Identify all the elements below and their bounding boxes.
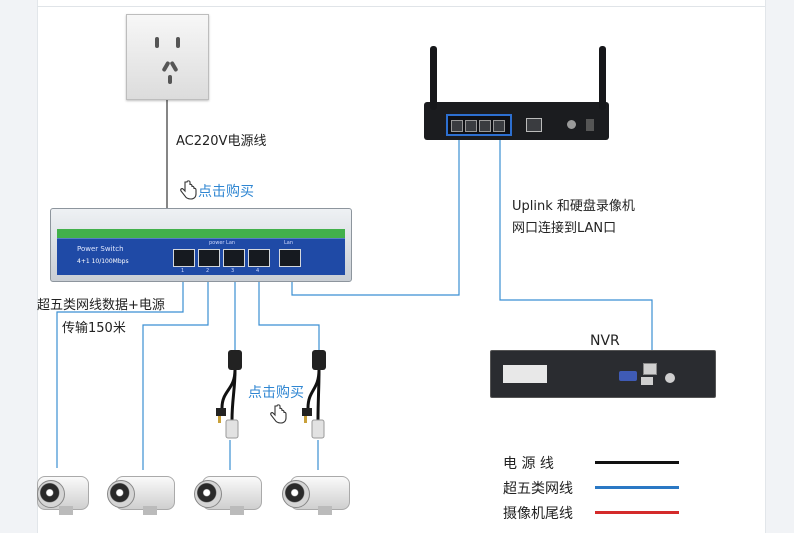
switch-port-2: [198, 249, 220, 267]
camera-1: [37, 470, 89, 515]
camera-lens: [37, 480, 65, 508]
buy-link-top-text[interactable]: 点击购买: [198, 184, 254, 200]
poe-splitter-1: [208, 350, 258, 446]
cat5-label-line1: 超五类网线数据+电源: [37, 298, 165, 313]
hand-pointer-icon: [268, 403, 288, 429]
cat5-label-line2: 传输150米: [62, 321, 126, 336]
camera-lens: [282, 480, 310, 508]
legend-label-cat5: 超五类网线: [503, 481, 573, 497]
wall-power-socket: [126, 14, 209, 100]
nvr-power-jack: [665, 373, 675, 383]
router: [424, 46, 609, 140]
uplink-label-line2: 网口连接到LAN口: [512, 221, 617, 236]
port4-cable: [258, 266, 320, 355]
port2-cable: [142, 266, 209, 470]
nvr-lan-port: [643, 363, 657, 375]
nvr-usb-port: [641, 377, 653, 385]
nvr-label: NVR: [590, 333, 620, 349]
router-nvr-cable: [499, 132, 653, 363]
legend-row-camera: 摄像机尾线: [503, 503, 703, 528]
ac-power-label: AC220V电源线: [176, 134, 267, 149]
hand-pointer-icon: [178, 180, 198, 204]
router-power-jack: [567, 120, 576, 129]
legend-swatch-cat5: [595, 486, 679, 489]
top-frame-edge: [37, 0, 765, 7]
right-frame-margin: [765, 0, 794, 533]
switch-uplink-port: [279, 249, 301, 267]
port-number-3: 3: [231, 268, 235, 274]
nvr-label-sticker: [503, 365, 547, 383]
router-lan-ports: [446, 114, 512, 136]
switch-green-stripe: [57, 229, 345, 238]
buy-link-middle[interactable]: 点击购买: [248, 382, 304, 402]
router-antenna-left: [430, 46, 437, 110]
legend-row-power: 电 源 线: [503, 453, 703, 478]
router-antenna-right: [599, 46, 606, 110]
legend-row-cat5: 超五类网线: [503, 478, 703, 503]
uplink-label-line1: Uplink 和硬盘录像机: [512, 199, 635, 214]
camera-lens: [107, 480, 135, 508]
port-number-1: 1: [181, 268, 185, 274]
buy-link-middle-text[interactable]: 点击购买: [248, 385, 304, 401]
port1-cable: [56, 266, 184, 468]
camera-lens: [194, 480, 222, 508]
poe-switch: Power Switch 4+1 10/100Mbps power Lan La…: [50, 208, 352, 282]
legend-label-power: 电 源 线: [503, 456, 554, 472]
router-wan-port: [526, 118, 542, 132]
nvr-recorder: [490, 350, 716, 398]
switch-port-3: [223, 249, 245, 267]
switch-port-1: [173, 249, 195, 267]
legend-swatch-power: [595, 461, 679, 464]
switch-spec: 4+1 10/100Mbps: [77, 258, 129, 265]
poe-splitter-2: [296, 350, 346, 446]
switch-port-4: [248, 249, 270, 267]
camera-4: [282, 470, 352, 515]
cable-legend: 电 源 线 超五类网线 摄像机尾线: [503, 453, 703, 528]
switch-brand: Power Switch: [77, 245, 124, 253]
nvr-vga-port: [619, 371, 637, 381]
switch-uplink-header: Lan: [284, 240, 294, 246]
switch-ports-header: power Lan: [209, 240, 236, 246]
buy-link-top[interactable]: 点击购买: [178, 180, 254, 204]
camera-2: [107, 470, 177, 515]
camera-3: [194, 470, 264, 515]
legend-swatch-camera: [595, 511, 679, 514]
legend-label-camera: 摄像机尾线: [503, 506, 573, 522]
router-power-button: [586, 119, 594, 131]
port-number-4: 4: [256, 268, 260, 274]
left-frame-margin: [0, 0, 38, 533]
port-number-2: 2: [206, 268, 210, 274]
